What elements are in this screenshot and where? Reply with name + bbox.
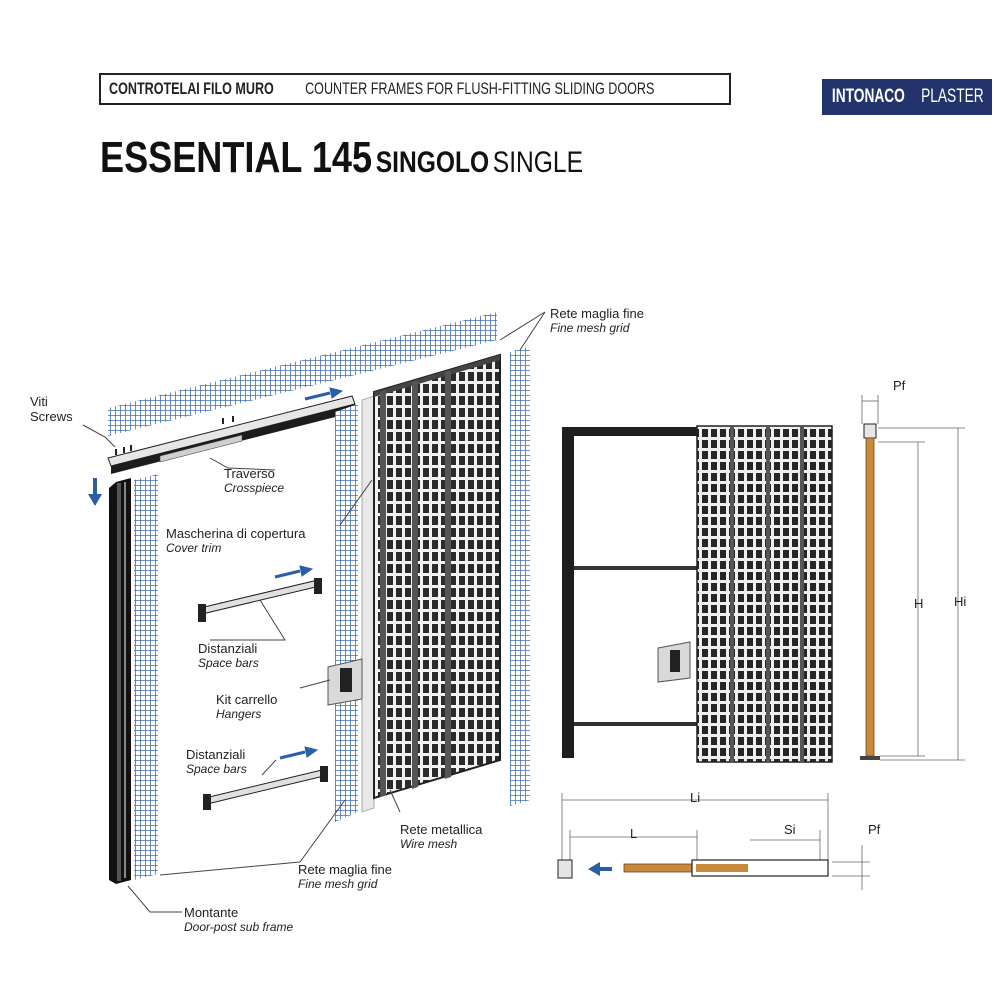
label-door-post-en: Door-post sub frame <box>184 920 294 934</box>
label-cover-trim: Mascherina di copertura Cover trim <box>166 526 305 556</box>
label-wire-mesh-en: Wire mesh <box>400 837 458 851</box>
arrow-left-icon <box>588 862 612 876</box>
label-wire-mesh-it: Rete metallica <box>400 822 483 837</box>
label-cover-trim-en: Cover trim <box>166 541 222 555</box>
label-screws-en: Screws <box>30 409 73 424</box>
header-box: CONTROTELAI FILO MURO COUNTER FRAMES FOR… <box>99 73 731 105</box>
label-hangers-en: Hangers <box>216 707 262 721</box>
mesh-top-strip <box>108 312 497 436</box>
label-hangers-it: Kit carrello <box>216 692 278 707</box>
front-elevation <box>562 425 833 763</box>
dim-hi: Hi <box>954 594 967 609</box>
label-door-post-it: Montante <box>184 905 239 920</box>
label-cover-trim-it: Mascherina di copertura <box>166 526 306 541</box>
label-crosspiece: Traverso Crosspiece <box>224 466 284 496</box>
label-space-bars-2: Distanziali Space bars <box>186 747 247 777</box>
label-space-bars-1-en: Space bars <box>198 656 259 670</box>
title-it: SINGOLO <box>375 146 490 179</box>
side-section <box>860 395 965 761</box>
page-title: ESSENTIAL 145 SINGOLO SINGLE <box>100 133 689 183</box>
label-crosspiece-en: Crosspiece <box>224 481 285 495</box>
dim-li: Li <box>690 790 701 805</box>
title-model: ESSENTIAL 145 <box>100 133 373 182</box>
door-post <box>109 478 131 884</box>
label-crosspiece-it: Traverso <box>224 466 275 481</box>
label-mesh-top-en: Fine mesh grid <box>550 321 630 335</box>
dim-pf-side: Pf <box>893 378 906 393</box>
mesh-left-strip <box>134 474 158 880</box>
dim-si: Si <box>784 822 796 837</box>
label-space-bars-1: Distanziali Space bars <box>198 641 259 671</box>
plaster-badge: INTONACO PLASTER <box>822 79 992 115</box>
label-mesh-bottom-en: Fine mesh grid <box>298 877 378 891</box>
arrow-icon <box>274 387 344 760</box>
label-mesh-bottom-it: Rete maglia fine <box>298 862 392 877</box>
label-screws-it: Viti <box>30 394 48 409</box>
dim-pf-plan: Pf <box>868 822 881 837</box>
screws-icon <box>115 416 234 455</box>
cover-trim <box>361 395 375 813</box>
hanger-front <box>657 641 691 683</box>
title-en: SINGLE <box>492 146 584 179</box>
hanger-kit <box>327 658 363 706</box>
label-space-bars-2-en: Space bars <box>186 762 247 776</box>
label-door-post: Montante Door-post sub frame <box>184 905 293 935</box>
badge-en: PLASTER <box>920 86 984 107</box>
label-screws: Viti Screws <box>30 394 73 424</box>
dim-h: H <box>914 596 924 611</box>
header-title-it: CONTROTELAI FILO MURO <box>109 79 274 98</box>
header-title-en: COUNTER FRAMES FOR FLUSH-FITTING SLIDING… <box>304 79 655 98</box>
mesh-right-strip <box>510 346 530 806</box>
crosspiece <box>107 395 356 474</box>
label-space-bars-1-it: Distanziali <box>198 641 258 656</box>
label-wire-mesh: Rete metallica Wire mesh <box>400 822 482 852</box>
wire-mesh-panel <box>373 353 501 800</box>
dim-l: L <box>630 826 638 841</box>
badge-it: INTONACO <box>831 86 905 107</box>
label-mesh-top: Rete maglia fine Fine mesh grid <box>550 306 644 336</box>
arrow-down-icon <box>88 478 102 506</box>
space-bar-upper <box>198 578 322 622</box>
space-bar-lower <box>203 766 328 810</box>
plan-view <box>557 793 870 890</box>
label-mesh-bottom: Rete maglia fine Fine mesh grid <box>298 862 392 892</box>
label-space-bars-2-it: Distanziali <box>186 747 246 762</box>
label-hangers: Kit carrello Hangers <box>216 692 277 722</box>
mesh-center-strip <box>335 404 358 822</box>
label-mesh-top-it: Rete maglia fine <box>550 306 644 321</box>
